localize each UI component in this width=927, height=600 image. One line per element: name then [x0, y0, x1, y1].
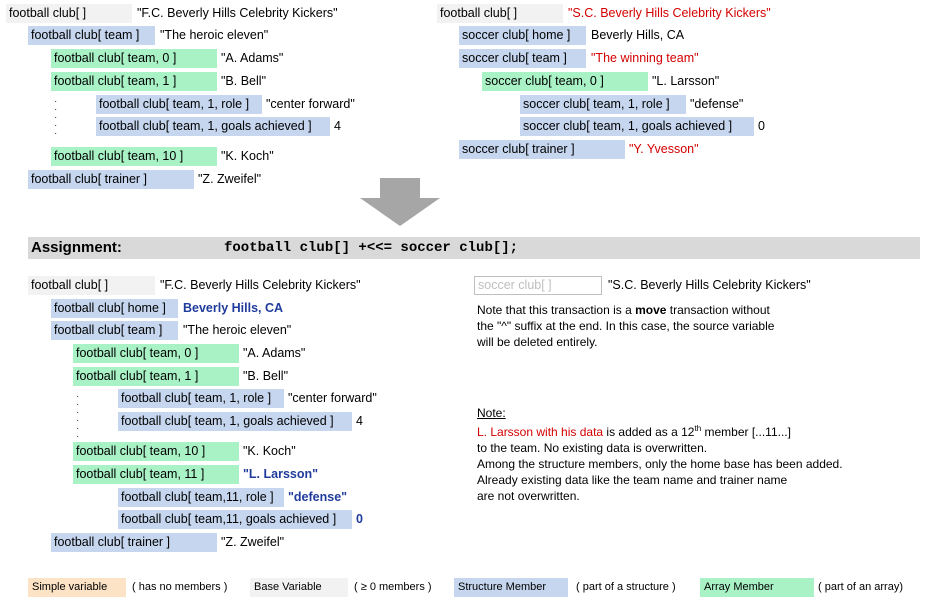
ellipsis-dots: ····· — [54, 96, 58, 139]
fc-team0-value: "A. Adams" — [221, 51, 284, 65]
move-note-line1-post: transaction without — [666, 303, 770, 317]
legend-base-desc: ( ≥ 0 members ) — [354, 581, 432, 593]
note-2-line2: to the team. No existing data is overwri… — [477, 441, 708, 455]
res-home-label: football club[ home ] — [51, 299, 178, 318]
note-2-line4: Already existing data like the team name… — [477, 473, 788, 487]
fc-team1-value: "B. Bell" — [221, 74, 267, 88]
sc-team0-goals-label: soccer club[ team, 1, goals achieved ] — [520, 117, 754, 136]
sc-trainer-label: soccer club[ trainer ] — [459, 140, 625, 159]
legend-simple-swatch: Simple variable — [28, 578, 126, 597]
fc-trainer-value: "Z. Zweifel" — [198, 172, 262, 186]
deleted-source-value: "S.C. Beverly Hills Celebrity Kickers" — [608, 278, 811, 292]
res-team11-label: football club[ team, 11 ] — [73, 465, 239, 484]
res-team11-role-label: football club[ team,11, role ] — [118, 488, 284, 507]
res-team-label: football club[ team ] — [51, 321, 178, 340]
res-team1-role-label: football club[ team, 1, role ] — [118, 389, 284, 408]
fc-root-value: "F.C. Beverly Hills Celebrity Kickers" — [137, 6, 338, 20]
move-note: Note that this transaction is a move tra… — [477, 302, 774, 350]
res-team0-label: football club[ team, 0 ] — [73, 344, 239, 363]
sc-team0-goals-value: 0 — [758, 119, 765, 133]
note-2: Note: L. Larsson with his data is added … — [477, 405, 843, 504]
legend-structure-swatch: Structure Member — [454, 578, 568, 597]
res-team1-label: football club[ team, 1 ] — [73, 367, 239, 386]
sc-home-value: Beverly Hills, CA — [591, 28, 685, 42]
legend-array-desc: ( part of an array) — [818, 581, 903, 593]
legend-simple-desc: ( has no members ) — [132, 581, 228, 593]
sc-root-value: "S.C. Beverly Hills Celebrity Kickers" — [568, 6, 771, 20]
sc-root-label: football club[ ] — [437, 4, 563, 23]
res-root-value: "F.C. Beverly Hills Celebrity Kickers" — [160, 278, 361, 292]
res-team11-value: "L. Larsson" — [243, 467, 319, 481]
res-team11-goals-value: 0 — [356, 512, 363, 526]
res-team10-label: football club[ team, 10 ] — [73, 442, 239, 461]
note-2-heading: Note: — [477, 406, 506, 420]
fc-team-value: "The heroic eleven" — [160, 28, 269, 42]
fc-team1-goals-label: football club[ team, 1, goals achieved ] — [96, 117, 330, 136]
fc-team1-role-label: football club[ team, 1, role ] — [96, 95, 262, 114]
res-team10-value: "K. Koch" — [243, 444, 296, 458]
note-2-highlight: L. Larsson with his data — [477, 425, 604, 439]
fc-team1-goals-value: 4 — [334, 119, 341, 133]
fc-team1-label: football club[ team, 1 ] — [51, 72, 217, 91]
down-arrow-icon — [360, 178, 440, 226]
res-team0-value: "A. Adams" — [243, 346, 306, 360]
res-trainer-label: football club[ trainer ] — [51, 533, 217, 552]
fc-team10-label: football club[ team, 10 ] — [51, 147, 217, 166]
res-team-value: "The heroic eleven" — [183, 323, 292, 337]
assignment-code: football club[] +<<= soccer club[]; — [224, 240, 519, 256]
fc-team0-label: football club[ team, 0 ] — [51, 49, 217, 68]
note-2-line3: Among the structure members, only the ho… — [477, 457, 843, 471]
res-root-label: football club[ ] — [28, 276, 155, 295]
res-team11-role-value: "defense" — [288, 490, 348, 504]
res-home-value: Beverly Hills, CA — [183, 301, 284, 315]
note-2-sup: th — [694, 424, 702, 433]
sc-team0-label: soccer club[ team, 0 ] — [482, 72, 648, 91]
note-2-line1-mid: is added as a 12 — [603, 425, 695, 439]
legend-base-swatch: Base Variable — [250, 578, 348, 597]
res-trainer-value: "Z. Zweifel" — [221, 535, 285, 549]
sc-team0-role-value: "defense" — [690, 97, 744, 111]
res-team11-goals-label: football club[ team,11, goals achieved ] — [118, 510, 352, 529]
sc-trainer-value: "Y. Yvesson" — [629, 142, 699, 156]
assignment-label: Assignment: — [31, 239, 122, 256]
legend-array-swatch: Array Member — [700, 578, 814, 597]
fc-trainer-label: football club[ trainer ] — [28, 170, 194, 189]
move-note-line2: the "^" suffix at the end. In this case,… — [477, 319, 775, 333]
res-team1-role-value: "center forward" — [288, 391, 377, 405]
legend-structure-desc: ( part of a structure ) — [576, 581, 676, 593]
fc-team1-role-value: "center forward" — [266, 97, 355, 111]
res-team1-goals-value: 4 — [356, 414, 363, 428]
deleted-source-label: soccer club[ ] — [474, 276, 602, 295]
sc-team-value: "The winning team" — [591, 51, 699, 65]
sc-team-label: soccer club[ team ] — [459, 49, 586, 68]
sc-team0-role-label: soccer club[ team, 1, role ] — [520, 95, 686, 114]
sc-team0-value: "L. Larsson" — [652, 74, 720, 88]
fc-team10-value: "K. Koch" — [221, 149, 274, 163]
fc-team-label: football club[ team ] — [28, 26, 155, 45]
fc-root-label: football club[ ] — [6, 4, 132, 23]
ellipsis-dots: ······ — [76, 391, 80, 442]
res-team1-goals-label: football club[ team, 1, goals achieved ] — [118, 412, 352, 431]
res-team1-value: "B. Bell" — [243, 369, 289, 383]
note-2-line5: are not overwritten. — [477, 489, 580, 503]
assignment-bar: Assignment: football club[] +<<= soccer … — [28, 237, 920, 259]
move-note-line3: will be deleted entirely. — [477, 335, 598, 349]
move-note-line1-pre: Note that this transaction is a — [477, 303, 636, 317]
sc-home-label: soccer club[ home ] — [459, 26, 586, 45]
note-2-line1-post: member [...11...] — [701, 425, 791, 439]
move-note-bold: move — [635, 303, 667, 317]
